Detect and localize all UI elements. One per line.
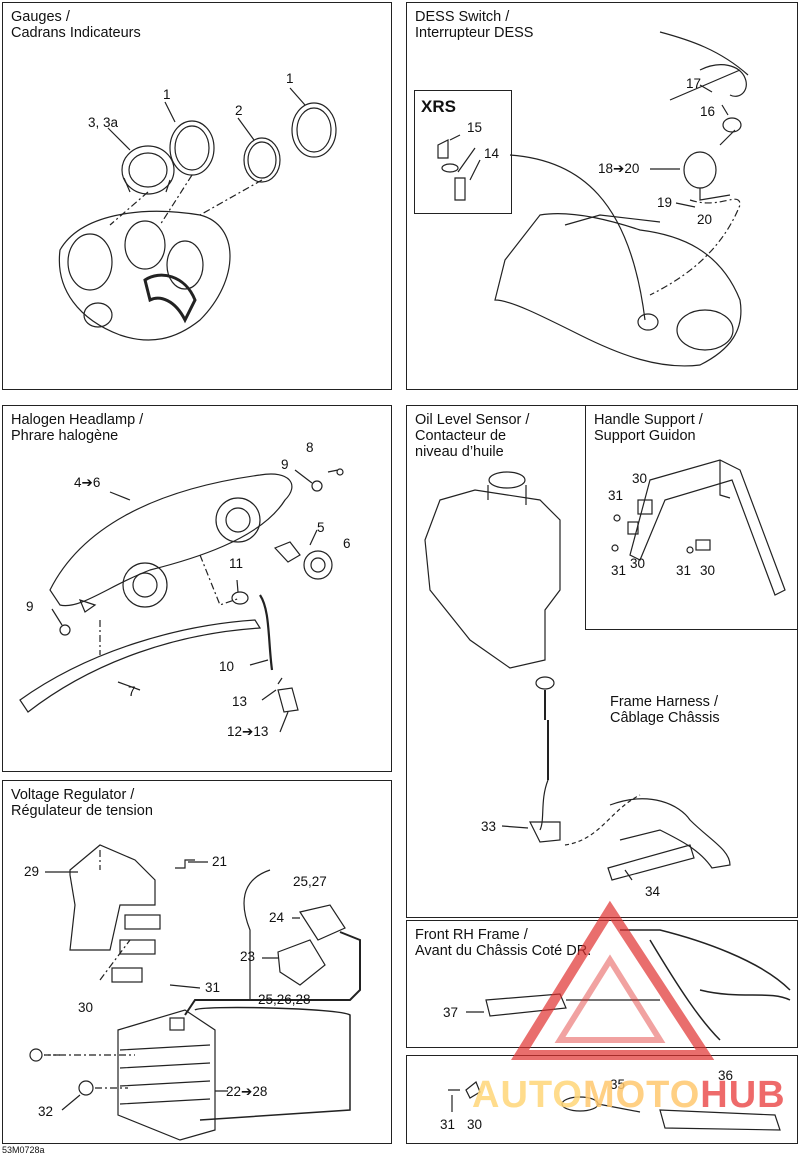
callout-2: 2 [235,103,243,118]
callout-30-a: 30 [632,471,648,486]
callout-31-b: 31 [611,563,627,578]
dess-cap-drawing [722,117,742,133]
regulator-body-drawing [117,1009,216,1141]
headlamp-panel: Halogen Headlamp / Phrare halogène [2,405,392,772]
headlamp-housing-drawing [49,473,293,613]
dess-title: DESS Switch / Interrupteur DESS [415,9,534,41]
callout-31-reg: 31 [205,980,221,995]
frame-harness-title: Frame Harness / Câblage Châssis [610,694,720,726]
callout-1-left: 1 [163,87,171,102]
watermark-text: AUTOMOTOHUB [472,1074,786,1117]
callout-25-27: 25,27 [293,874,327,889]
callout-19: 19 [657,195,673,210]
callout-35: 35 [610,1077,626,1092]
handle-support-title: Handle Support / Support Guidon [594,412,703,444]
gauges-panel: Gauges / Cadrans Indicateurs [2,2,392,390]
callout-9-top: 9 [281,457,289,472]
callout-1-right: 1 [286,71,294,86]
voltage-regulator-title: Voltage Regulator / Régulateur de tensio… [11,787,153,819]
xrs-inset: XRS [414,90,512,214]
gauge-meter-drawing [121,145,175,195]
callout-6: 6 [343,536,351,551]
gauge-rings-drawing [169,102,337,183]
callout-33: 33 [481,819,497,834]
callout-31-a: 31 [608,488,624,503]
heat-shrink-drawing [607,844,695,881]
callout-18-20: 18➔20 [598,161,640,176]
callout-22-28: 22➔28 [226,1084,268,1099]
callout-21: 21 [212,854,228,869]
callout-8: 8 [306,440,314,455]
callout-11: 11 [229,556,244,571]
callout-32: 32 [38,1104,54,1119]
callout-4-6: 4➔6 [74,475,101,490]
sealant-tube-36-drawing [659,1109,781,1131]
callout-3-3a: 3, 3a [88,115,119,130]
callout-31-c: 31 [676,563,692,578]
dess-switch-drawing [683,151,717,189]
callout-30-c: 30 [700,563,716,578]
headlamp-title: Halogen Headlamp / Phrare halogène [11,412,144,444]
bulb-socket-drawing [273,541,333,580]
xrs-parts-drawing [437,139,466,201]
callout-13: 13 [232,694,248,709]
gauge-pod-drawing [58,210,231,341]
callout-5: 5 [317,520,325,535]
callout-15: 15 [467,120,483,135]
vent-hose-drawing [259,594,274,671]
headlamp-connector-drawing [277,687,299,713]
front-rh-frame-title: Front RH Frame / Avant du Châssis Coté D… [415,927,592,959]
oil-sensor-title: Oil Level Sensor / Contacteur de niveau … [415,412,530,460]
watermark-part-moto: MOTO [582,1074,701,1116]
handle-support-drawing [627,459,786,596]
callout-30-reg: 30 [78,1000,94,1015]
callout-10: 10 [219,659,235,674]
callout-24: 24 [269,910,285,925]
bolt-21-drawing [175,859,195,869]
callout-34: 34 [645,884,661,899]
regulator-bracket-drawing [69,844,161,983]
callout-20: 20 [697,212,713,227]
callout-31-acc: 31 [440,1117,456,1132]
lanyard-drawing [699,64,747,97]
clip-30-drawing [465,1081,481,1099]
callout-14: 14 [484,146,500,161]
callout-37: 37 [443,1005,459,1020]
callout-29: 29 [24,864,40,879]
gauges-title: Gauges / Cadrans Indicateurs [11,9,141,41]
xrs-title: XRS [421,97,456,116]
grommet-drawing [231,591,249,605]
callout-30-acc: 30 [467,1117,483,1132]
watermark-part-auto: AUTO [472,1074,583,1116]
frame-harness-drawing [609,798,731,869]
callout-12-13: 12➔13 [227,724,269,739]
dess-frame-drawing [494,213,742,367]
callout-30-b: 30 [630,556,646,571]
front-rh-frame-panel: Front RH Frame / Avant du Châssis Coté D… [406,920,798,1048]
tape-37-drawing [485,993,567,1017]
callout-16: 16 [700,104,716,119]
watermark-part-hub: HUB [700,1074,786,1116]
callout-9-left: 9 [26,599,34,614]
callout-17: 17 [686,76,702,91]
callout-23: 23 [240,949,256,964]
regulator-connector-24-drawing [299,904,346,941]
drawing-code: 53M0728a [2,1145,45,1155]
callout-7: 7 [128,684,136,699]
oil-sensor-drawing [529,821,561,843]
voltage-regulator-panel: Voltage Regulator / Régulateur de tensio… [2,780,392,1144]
oil-tank-drawing [424,471,561,669]
watermark-logo [511,900,715,1060]
headlamp-seal-drawing [19,619,262,713]
callout-36: 36 [718,1068,734,1083]
regulator-connector-23-drawing [277,939,326,986]
callout-25-26-28: 25,26,28 [258,992,311,1007]
